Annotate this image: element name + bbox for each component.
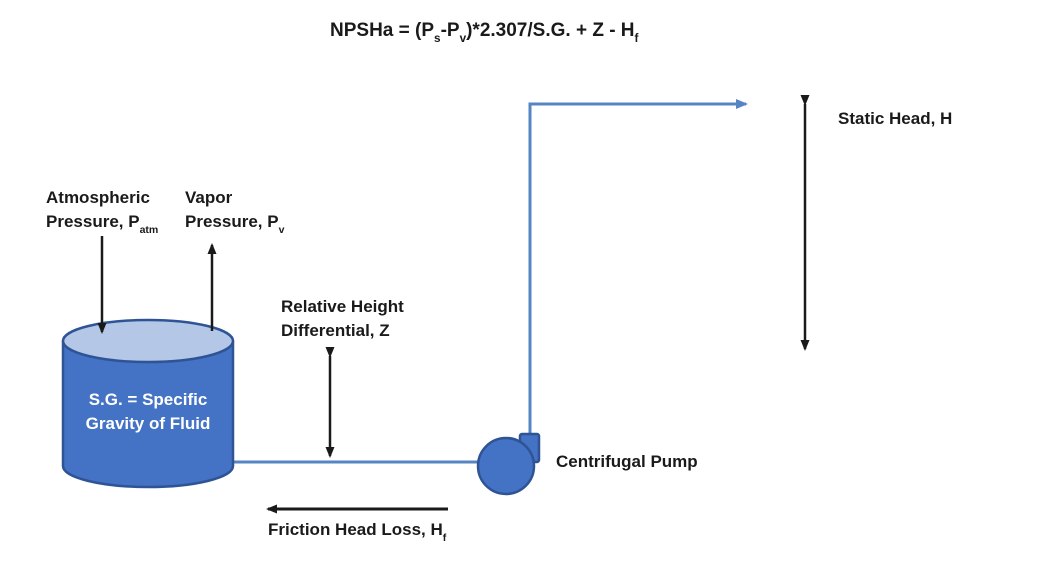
tank-label-line2: Gravity of Fluid bbox=[85, 414, 211, 433]
relative-height-label: Relative Height Differential, Z bbox=[281, 295, 404, 343]
atmospheric-pressure-symbol: Pressure, P bbox=[46, 212, 140, 231]
centrifugal-pump-label: Centrifugal Pump bbox=[556, 452, 698, 471]
vapor-pressure-symbol: Pressure, P bbox=[185, 212, 279, 231]
friction-head-loss-label: Friction Head Loss, Hf bbox=[268, 518, 446, 548]
vapor-pressure-label: Vapor Pressure, Pv bbox=[185, 186, 284, 240]
relative-height-line1: Relative Height bbox=[281, 297, 404, 316]
vapor-pressure-line2: Pressure, Pv bbox=[185, 210, 284, 240]
formula-part: -P bbox=[440, 20, 460, 41]
friction-head-loss-text: Friction Head Loss, H bbox=[268, 520, 443, 539]
formula-sub-f: f bbox=[634, 32, 639, 46]
formula-part: NPSHa = (P bbox=[330, 20, 435, 41]
npsh-formula: NPSHa = (Ps-Pv)*2.307/S.G. + Z - Hf bbox=[330, 20, 639, 46]
atmospheric-pressure-line1: Atmospheric bbox=[46, 188, 150, 207]
formula-sub-s: s bbox=[434, 32, 441, 46]
atmospheric-pressure-label: Atmospheric Pressure, Patm bbox=[46, 186, 158, 240]
tank-body bbox=[61, 339, 235, 489]
relative-height-line2: Differential, Z bbox=[281, 321, 390, 340]
static-head-label: Static Head, H bbox=[838, 109, 953, 128]
vapor-pressure-line1: Vapor bbox=[185, 188, 233, 207]
friction-head-loss-subscript: f bbox=[442, 531, 447, 544]
formula-sub-v: v bbox=[459, 32, 467, 46]
formula-part: )*2.307/S.G. + Z - H bbox=[466, 20, 635, 41]
tank-label: S.G. = Specific Gravity of Fluid bbox=[63, 388, 233, 436]
pump-circle bbox=[476, 436, 536, 496]
discharge-pipe bbox=[528, 99, 748, 437]
tank-top bbox=[61, 318, 235, 364]
atmospheric-pressure-line2: Pressure, Patm bbox=[46, 210, 158, 240]
tank-label-line1: S.G. = Specific bbox=[88, 390, 208, 409]
atmospheric-pressure-subscript: atm bbox=[139, 223, 159, 236]
vapor-pressure-subscript: v bbox=[278, 223, 285, 236]
